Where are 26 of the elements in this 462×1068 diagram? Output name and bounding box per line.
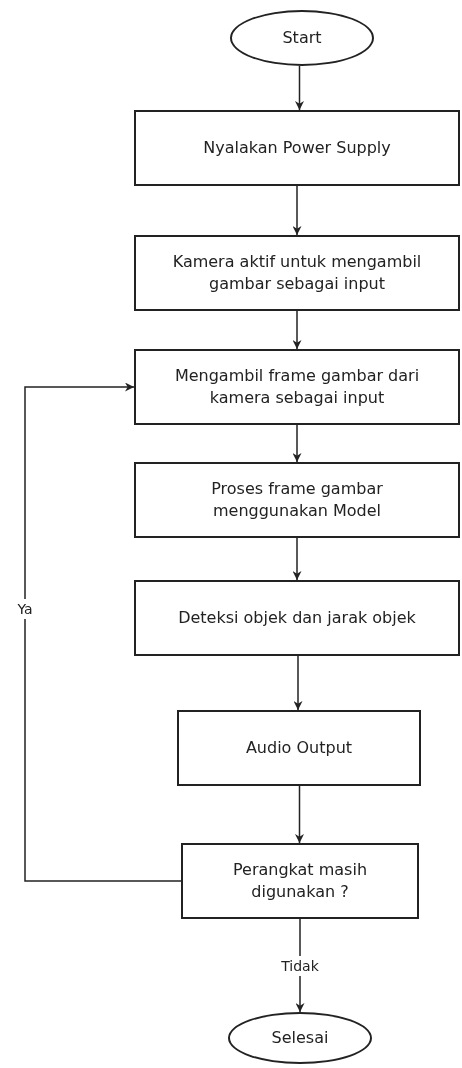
node-label: Start (281, 26, 323, 49)
process-box (134, 235, 460, 311)
node-label: Mengambil frame gambar dari kamera sebagai input (173, 364, 421, 409)
arrow (295, 785, 304, 844)
node-label: Proses frame gambar menggunakan Model (210, 477, 384, 522)
node-label: Audio Output (244, 736, 354, 759)
process-box (134, 110, 460, 186)
process-box (177, 710, 421, 786)
arrow (293, 655, 303, 711)
arrow (292, 310, 302, 350)
arrow (295, 65, 304, 111)
node-label: Selesai (270, 1026, 330, 1049)
process-box (134, 580, 460, 656)
arrow (292, 424, 302, 463)
arrow (292, 185, 302, 236)
edge-label: Tidak (280, 955, 320, 976)
node-label: Nyalakan Power Supply (202, 136, 392, 159)
node-label: Kamera aktif untuk mengambil gambar sebagai input (171, 250, 423, 295)
process-box (134, 462, 460, 538)
arrow (24, 382, 182, 882)
edge-label: Ya (16, 599, 34, 620)
node-label: Perangkat masih digunakan ? (231, 858, 369, 903)
process-box (181, 843, 419, 919)
process-box (134, 349, 460, 425)
arrow (292, 537, 302, 581)
node-label: Deteksi objek dan jarak objek (177, 606, 417, 629)
